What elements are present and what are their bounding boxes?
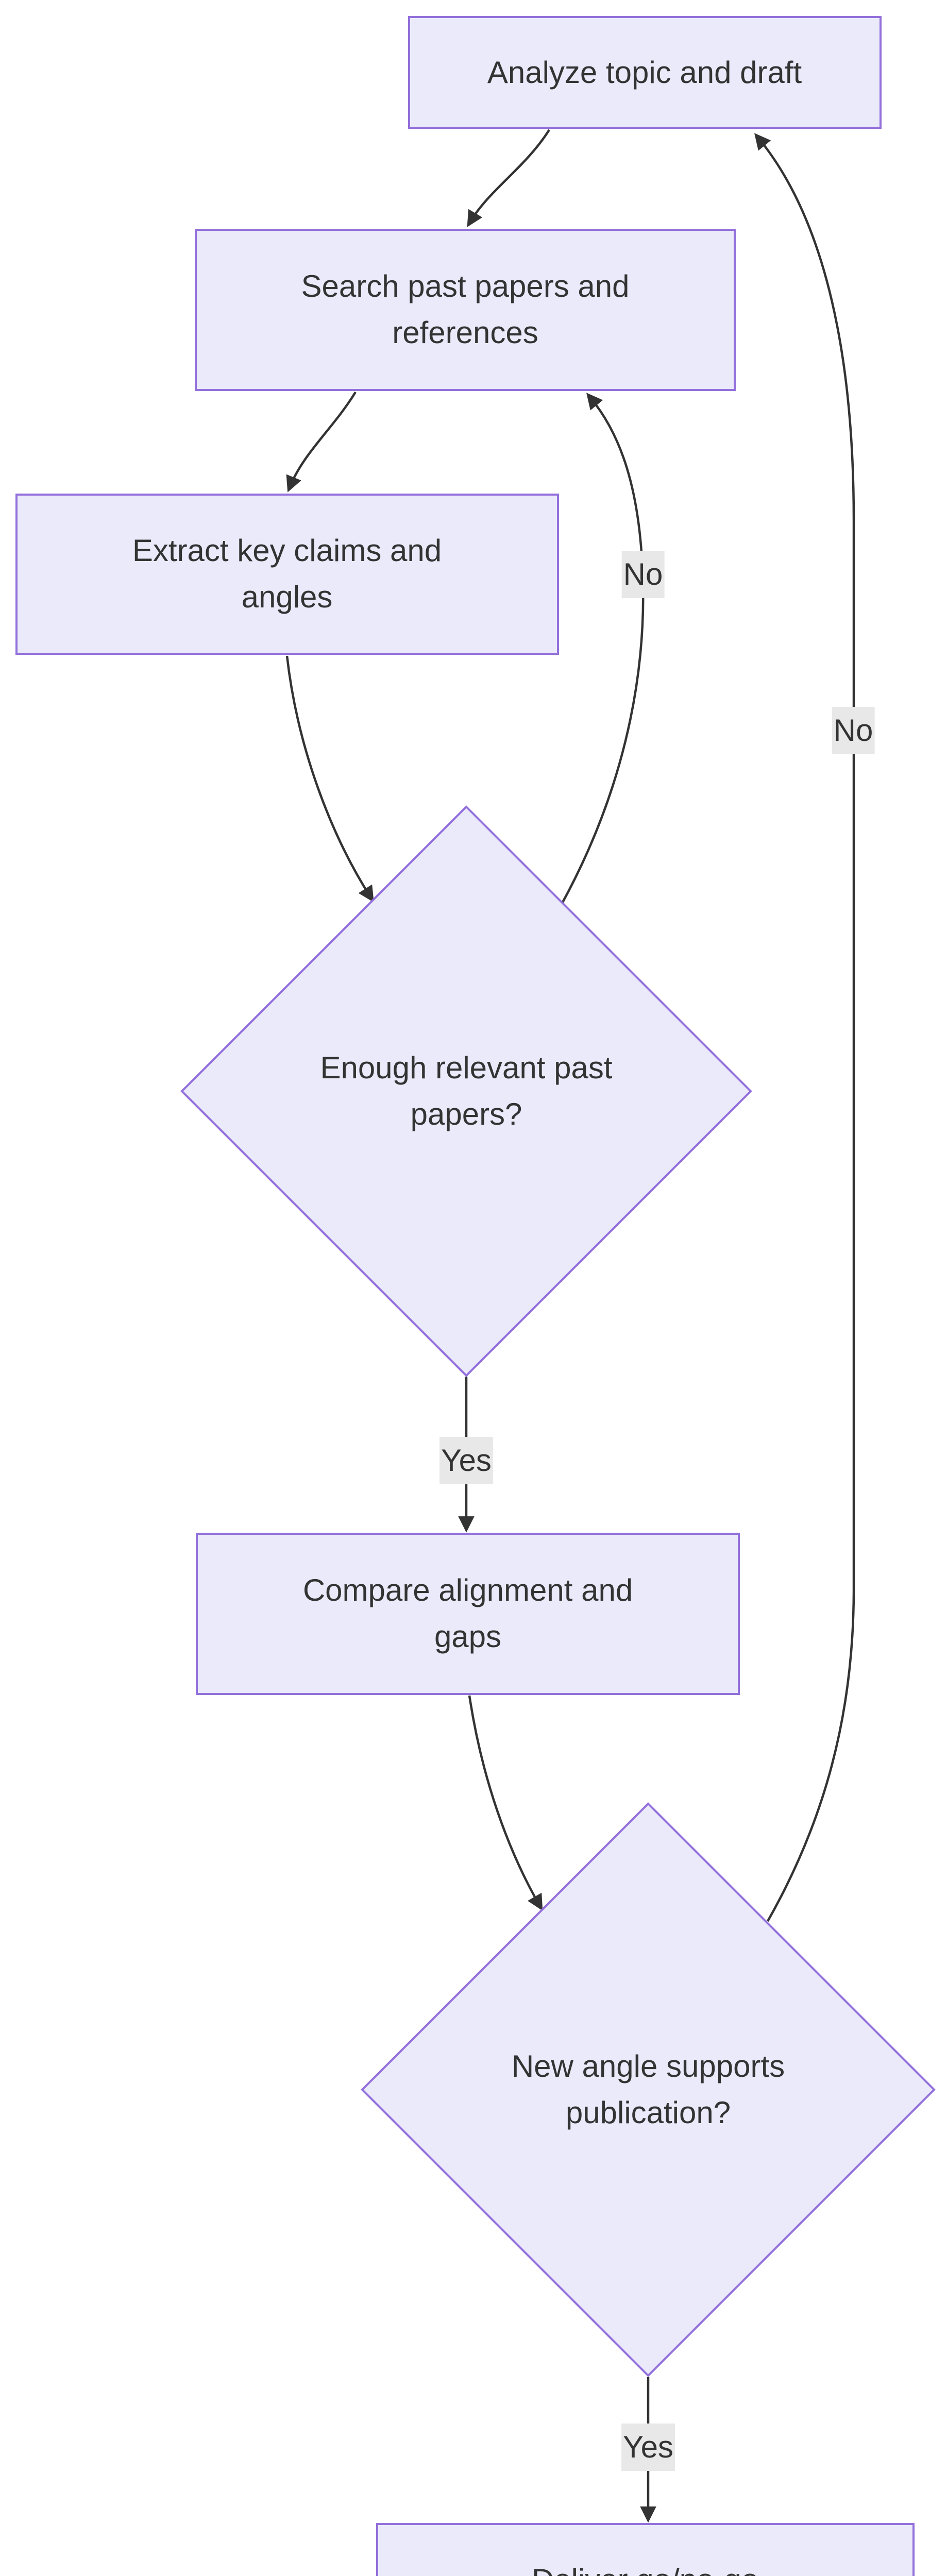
decision-angle-line1: New angle supports bbox=[511, 2049, 785, 2083]
node-search-past-papers-label: Search past papers and references bbox=[301, 263, 629, 356]
node-search-line1: Search past papers and bbox=[301, 269, 630, 303]
edge-analyze-to-search bbox=[467, 129, 550, 227]
decision-enough-line1: Enough relevant past bbox=[320, 1050, 613, 1085]
node-compare-line1: Compare alignment and bbox=[302, 1573, 633, 1607]
edge-search-to-extract bbox=[286, 391, 357, 493]
edge-angle-decision-no-to-analyze bbox=[754, 133, 855, 1922]
decision-enough-papers-label: Enough relevant past papers? bbox=[320, 1045, 612, 1138]
node-compare-alignment-label: Compare alignment and gaps bbox=[303, 1567, 633, 1660]
node-compare-line2: gaps bbox=[434, 1619, 502, 1654]
edge-compare-to-angle-decision bbox=[468, 1695, 543, 1911]
node-extract-line2: angles bbox=[241, 580, 333, 614]
node-extract-key-claims bbox=[15, 494, 559, 655]
decision-enough-papers-shape bbox=[180, 805, 752, 1377]
node-compare-alignment bbox=[196, 1533, 740, 1695]
decision-enough-line2: papers? bbox=[410, 1097, 522, 1131]
decision-angle-line2: publication? bbox=[565, 2095, 731, 2130]
node-deliver-recommendation bbox=[376, 2523, 915, 2576]
node-deliver-recommendation-label: Deliver go/no-go recommendation bbox=[530, 2557, 760, 2576]
node-search-past-papers bbox=[195, 229, 736, 391]
decision-new-angle-label: New angle supports publication? bbox=[512, 2043, 785, 2136]
edge-enough-decision-no-to-search bbox=[561, 393, 645, 905]
node-deliver-line1: Deliver go/no-go bbox=[530, 2557, 760, 2576]
node-extract-key-claims-label: Extract key claims and angles bbox=[132, 528, 442, 620]
decision-new-angle-shape bbox=[361, 1802, 936, 2377]
edge-extract-to-enough-decision bbox=[285, 655, 374, 903]
edge-label-no-new-angle: No bbox=[832, 707, 875, 754]
node-analyze-topic bbox=[408, 16, 882, 129]
node-search-line2: references bbox=[392, 315, 538, 350]
node-analyze-topic-label: Analyze topic and draft bbox=[487, 49, 802, 96]
edge-label-yes-enough-papers: Yes bbox=[439, 1437, 493, 1484]
node-extract-line1: Extract key claims and bbox=[132, 533, 442, 568]
edge-label-yes-new-angle: Yes bbox=[621, 2424, 675, 2471]
edge-label-no-enough-papers: No bbox=[621, 551, 665, 598]
node-analyze-topic-line1: Analyze topic and draft bbox=[487, 55, 802, 90]
